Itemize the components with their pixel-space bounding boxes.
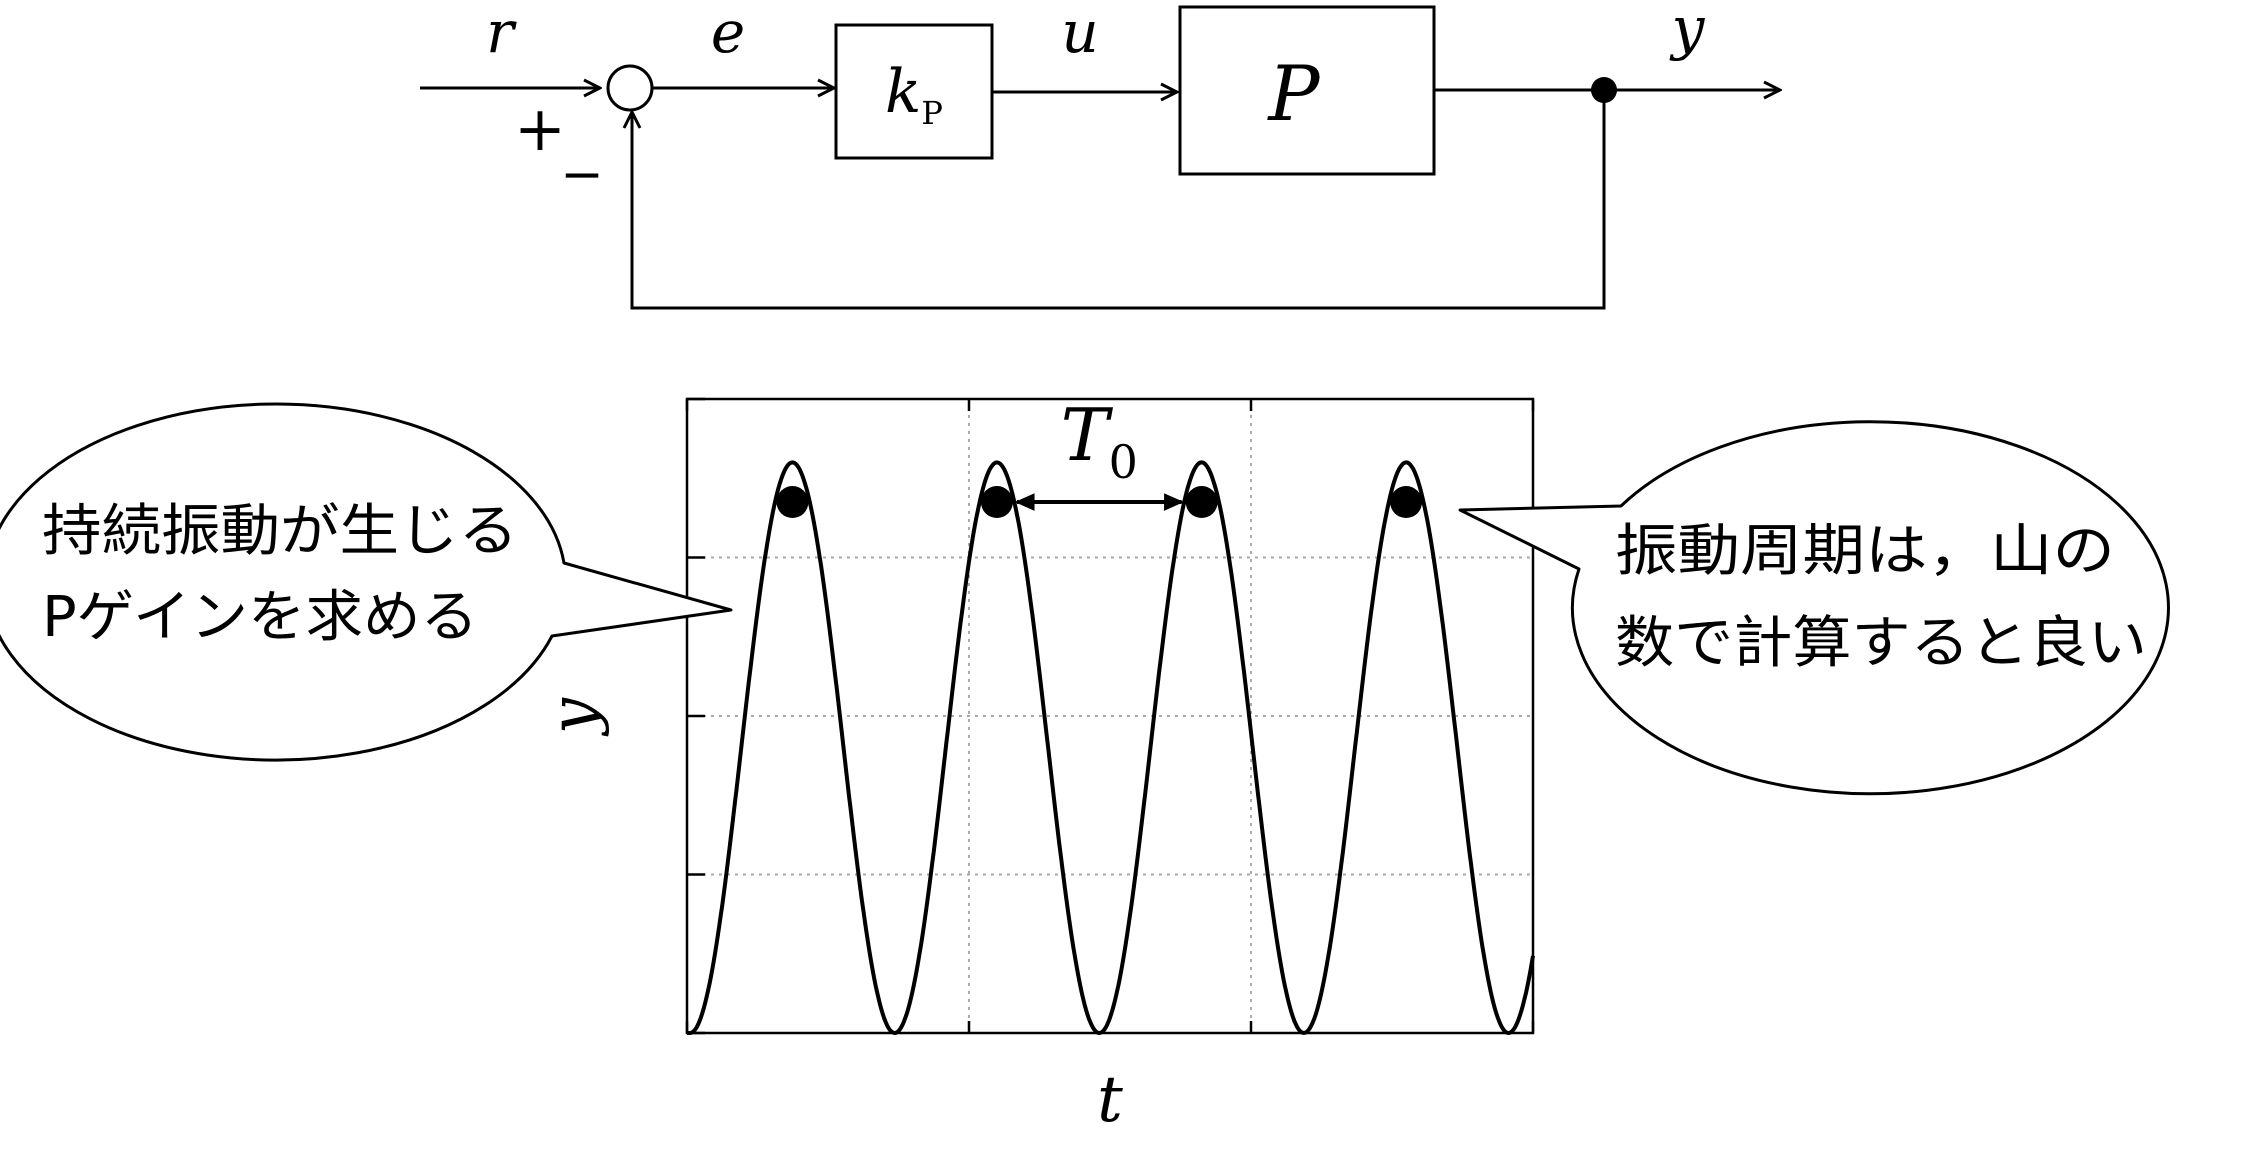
peak-markers	[776, 486, 1423, 519]
callout-left-bubble	[0, 402, 733, 762]
callout-left: 持続振動が生じる Pゲインを求める	[0, 402, 733, 762]
callout-right: 振動周期は，山の 数で計算すると良い	[1458, 420, 2170, 796]
sum-plus-sign: +	[514, 92, 566, 165]
summing-junction	[606, 64, 654, 112]
oscillation-chart: T0 t y	[537, 393, 1535, 1137]
period-label: T0	[1061, 393, 1138, 489]
callout-right-bubble	[1458, 420, 2170, 796]
period-symbol: T	[1061, 393, 1114, 477]
block-diagram: r + − e kP u P y	[420, 0, 1780, 310]
peak-marker	[776, 486, 809, 519]
x-axis-label: t	[1097, 1063, 1123, 1137]
output-response-line	[687, 460, 1535, 1036]
controller-gain-label: kP	[885, 57, 943, 132]
peak-marker	[1185, 486, 1218, 519]
callout-right-line1: 振動周期は，山の	[1615, 519, 2115, 584]
callout-left-line2: Pゲインを求める	[42, 585, 478, 650]
period-subscript: 0	[1109, 435, 1138, 489]
plot-frame	[685, 397, 1535, 1035]
gain-symbol: k	[885, 57, 921, 127]
y-axis-label: y	[537, 697, 611, 737]
controller-block	[834, 23, 994, 160]
callout-left-line1: 持続振動が生じる	[42, 499, 518, 564]
peak-marker	[980, 486, 1013, 519]
gain-subscript: P	[921, 94, 943, 132]
reference-signal-label: r	[486, 0, 517, 66]
chart-grid	[687, 399, 1533, 1033]
plant-label: P	[1266, 49, 1321, 138]
plant-block	[1178, 5, 1436, 176]
feedback-path	[632, 90, 1606, 310]
control-signal-label: u	[1061, 0, 1098, 66]
peak-marker	[1390, 486, 1423, 519]
sum-minus-sign: −	[560, 145, 604, 205]
callout-right-line2: 数で計算すると良い	[1615, 611, 2147, 676]
output-signal-label: y	[1669, 0, 1706, 62]
error-signal-label: e	[711, 0, 745, 66]
